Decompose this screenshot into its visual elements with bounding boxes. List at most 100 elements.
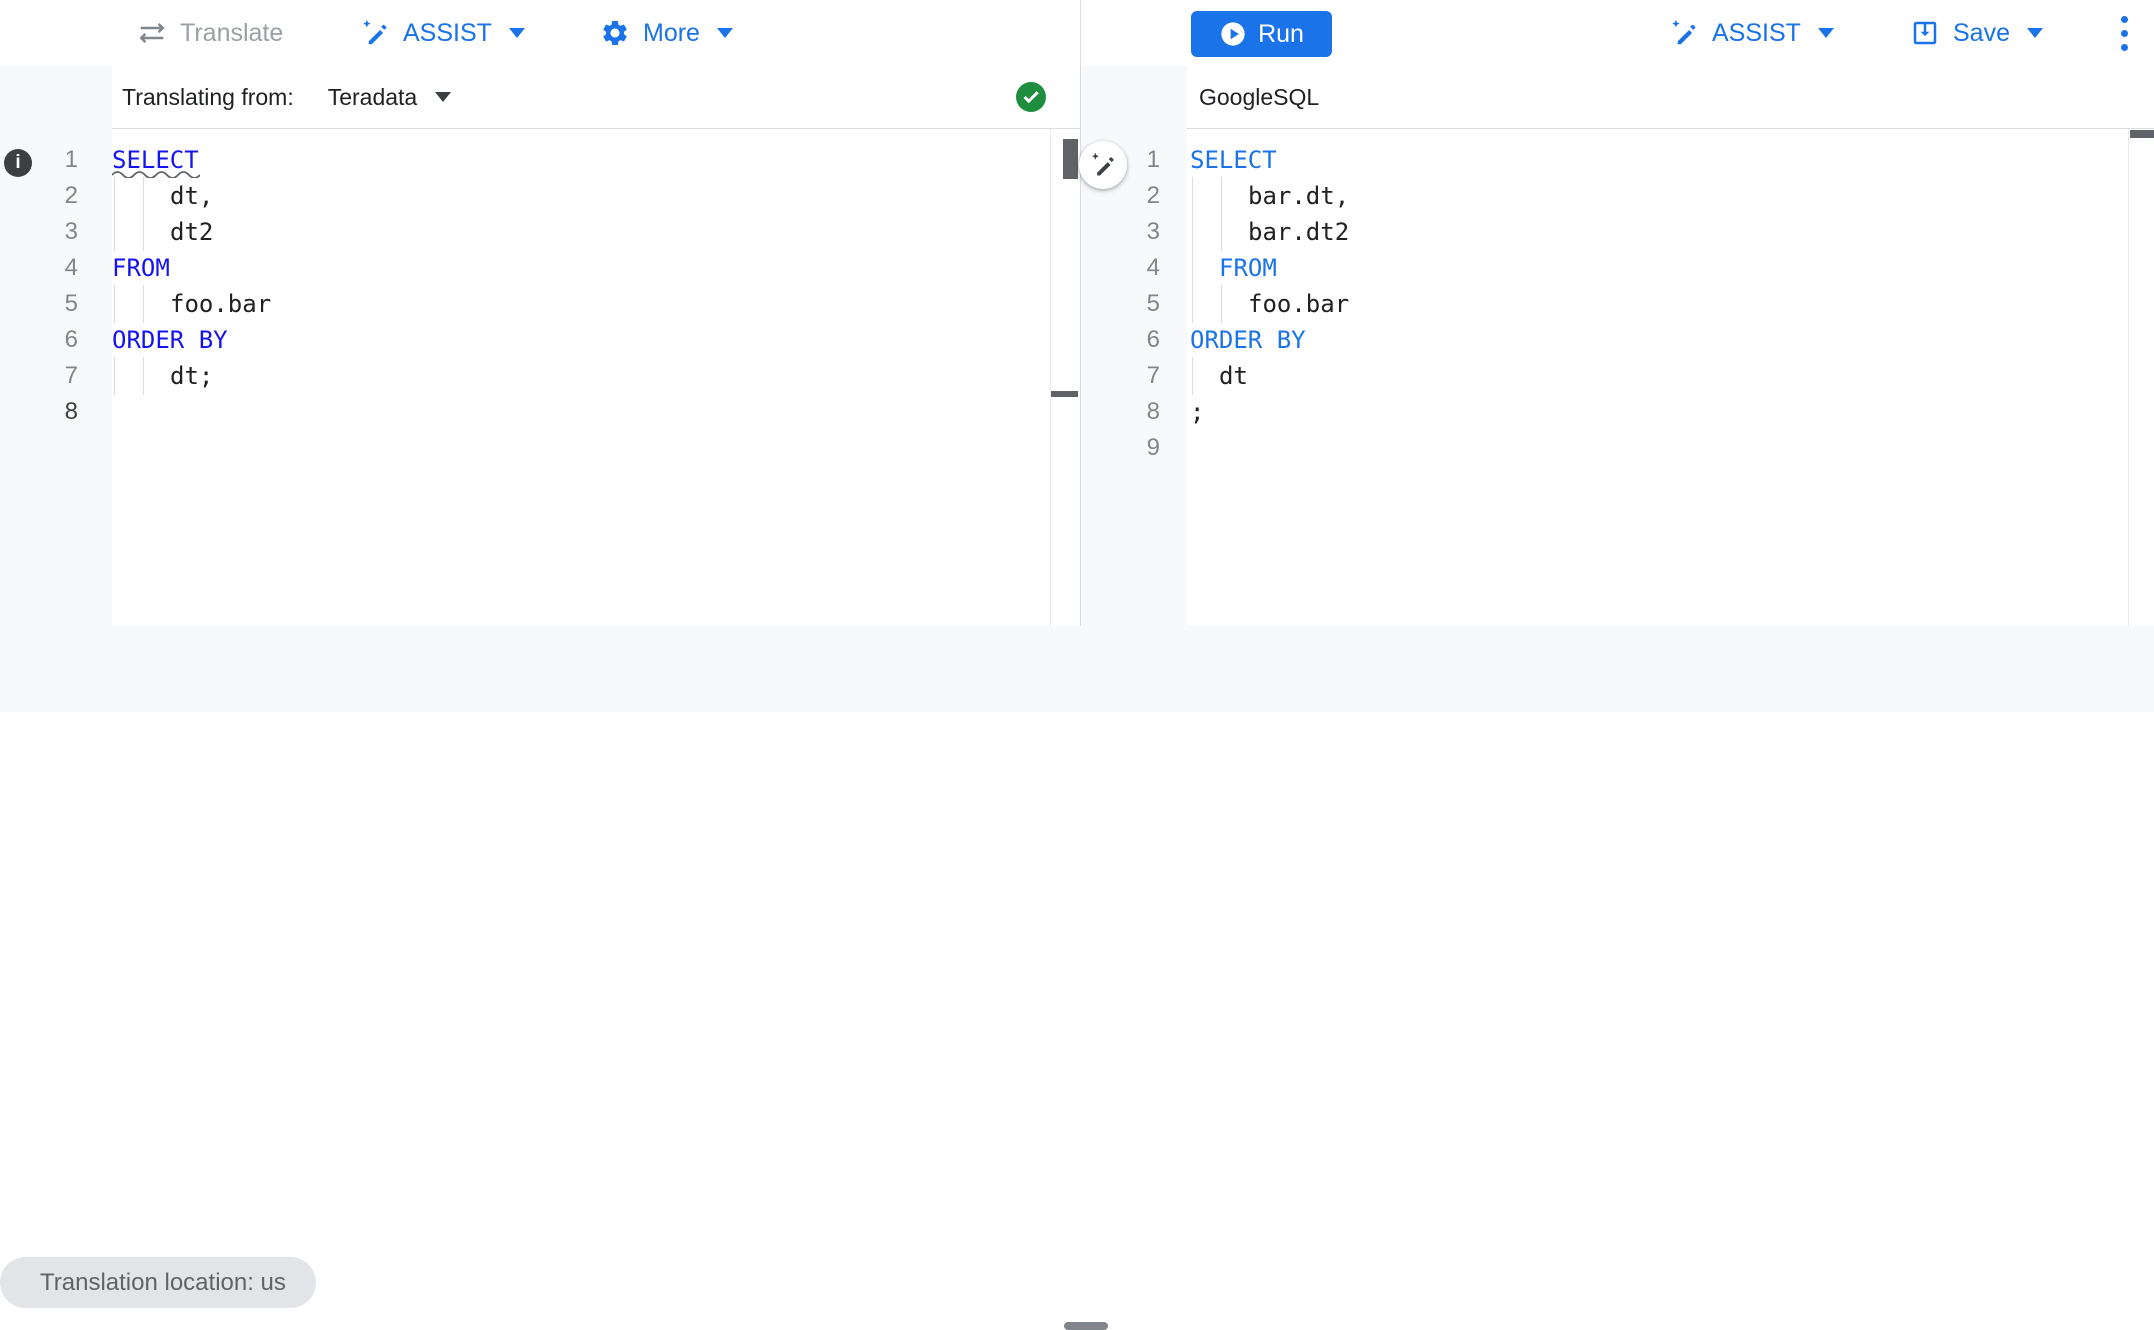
translate-button[interactable]: Translate [137, 0, 283, 66]
indent-guide [1221, 213, 1222, 251]
line-number: 5 [1146, 290, 1160, 317]
source-dialect-select[interactable]: Teradata [328, 84, 452, 111]
sparkle-pen-icon [1669, 18, 1699, 48]
translate-label: Translate [180, 18, 284, 47]
line-number: 6 [1146, 326, 1160, 353]
code-line: 2 dt, [0, 177, 1050, 215]
line-number: 2 [1146, 182, 1160, 209]
overflow-menu-button[interactable] [2106, 15, 2142, 51]
play-circle-icon [1219, 20, 1247, 48]
indent-guide [1221, 177, 1222, 215]
code-line: 7 dt; [0, 357, 1050, 395]
sql-text: dt, [170, 182, 214, 210]
chevron-down-icon [716, 28, 733, 38]
kebab-dot [2120, 29, 2128, 37]
source-dialect-value: Teradata [327, 83, 418, 110]
more-menu[interactable]: More [600, 0, 733, 66]
line-number-active: 8 [64, 398, 78, 425]
sparkle-pen-icon [1089, 151, 1117, 179]
line-number: 3 [1146, 218, 1160, 245]
line-number: 4 [64, 254, 78, 281]
indent-guide [114, 177, 115, 215]
line-number: 8 [1146, 398, 1160, 425]
line-number: 3 [64, 218, 78, 245]
chevron-down-icon [2026, 28, 2043, 38]
code-line: 2 bar.dt, [1081, 177, 2121, 215]
toolbar: Translate ASSIST More Run [0, 0, 2154, 67]
translation-location-chip: Translation location: us [0, 1257, 316, 1308]
sql-keyword: FROM [1219, 254, 1277, 282]
gear-icon [600, 18, 630, 48]
save-menu[interactable]: Save [1910, 0, 2043, 66]
save-icon [1910, 18, 1940, 48]
line-number: 1 [1146, 146, 1160, 173]
indent-guide [1192, 249, 1193, 287]
code-line: 5 foo.bar [1081, 285, 2121, 323]
scrollbar-track [2128, 129, 2129, 626]
indent-guide [143, 177, 144, 215]
run-button[interactable]: Run [1191, 11, 1332, 57]
sql-text: foo.bar [170, 290, 272, 318]
sql-keyword: FROM [112, 254, 170, 282]
target-dialect-title: GoogleSQL [1199, 83, 1320, 110]
source-pane-header: Translating from: Teradata [112, 66, 1080, 129]
code-line: 9 [1081, 430, 2121, 466]
sparkle-pen-icon [360, 18, 390, 48]
sql-text: bar.dt2 [1248, 218, 1350, 246]
chevron-down-icon [435, 92, 452, 102]
sql-text: ; [1190, 398, 1205, 426]
indent-guide [1192, 177, 1193, 215]
code-line: 5 foo.bar [0, 285, 1050, 323]
info-squiggle-underline [112, 171, 200, 178]
code-line: 1 SELECT [0, 142, 1050, 178]
bottom-panel: Translation location: us [0, 626, 2154, 1330]
sql-keyword: ORDER BY [112, 326, 228, 354]
source-scrollbar-marker[interactable] [1051, 391, 1078, 397]
assist-menu-left[interactable]: ASSIST [360, 0, 525, 66]
sql-keyword: SELECT [112, 146, 199, 174]
code-line: 3 dt2 [0, 213, 1050, 251]
run-label: Run [1258, 19, 1304, 48]
line-number: 6 [64, 326, 78, 353]
sql-keyword: SELECT [1190, 146, 1277, 174]
assist-label: ASSIST [403, 18, 492, 47]
code-line: 6 ORDER BY [1081, 322, 2121, 358]
pane-divider[interactable] [1080, 0, 1081, 626]
line-number: 2 [64, 182, 78, 209]
kebab-dot [2120, 43, 2128, 51]
sql-text: dt; [170, 362, 214, 390]
source-editor[interactable]: 1 SELECT 2 dt, 3 dt2 4 FROM 5 foo.bar 6 … [0, 142, 1050, 430]
indent-guide [114, 285, 115, 323]
assist-menu-right[interactable]: ASSIST [1669, 0, 1834, 66]
indent-guide [1221, 285, 1222, 323]
translation-location-label: Translation location: us [40, 1268, 286, 1296]
line-info-icon[interactable]: i [4, 149, 32, 177]
panel-resize-handle[interactable] [1064, 1322, 1108, 1330]
line-number: 7 [1146, 362, 1160, 389]
validation-success-icon [1016, 82, 1046, 112]
code-line: 7 dt [1081, 357, 2121, 395]
indent-guide [1192, 285, 1193, 323]
scrollbar-track [1050, 129, 1051, 626]
chevron-down-icon [508, 28, 525, 38]
translate-icon [137, 18, 167, 48]
target-vertical-scrollbar-thumb[interactable] [2130, 130, 2154, 138]
line-number: 1 [64, 146, 78, 173]
chevron-down-icon [1817, 28, 1834, 38]
ai-edit-button[interactable] [1079, 141, 1127, 189]
indent-guide [114, 357, 115, 395]
code-line: 1 SELECT [1081, 142, 2121, 178]
kebab-dot [2120, 15, 2128, 23]
code-line: 6 ORDER BY [0, 322, 1050, 358]
save-label: Save [1953, 18, 2010, 47]
source-vertical-scrollbar-thumb[interactable] [1063, 139, 1078, 179]
sql-text: dt [1219, 362, 1248, 390]
indent-guide [143, 357, 144, 395]
code-line: 3 bar.dt2 [1081, 213, 2121, 251]
indent-guide [143, 213, 144, 251]
sql-text: foo.bar [1248, 290, 1350, 318]
code-line: 8 ; [1081, 394, 2121, 430]
target-editor[interactable]: 1 SELECT 2 bar.dt, 3 bar.dt2 4 FROM 5 fo… [1081, 142, 2121, 466]
line-number: 9 [1146, 434, 1160, 461]
